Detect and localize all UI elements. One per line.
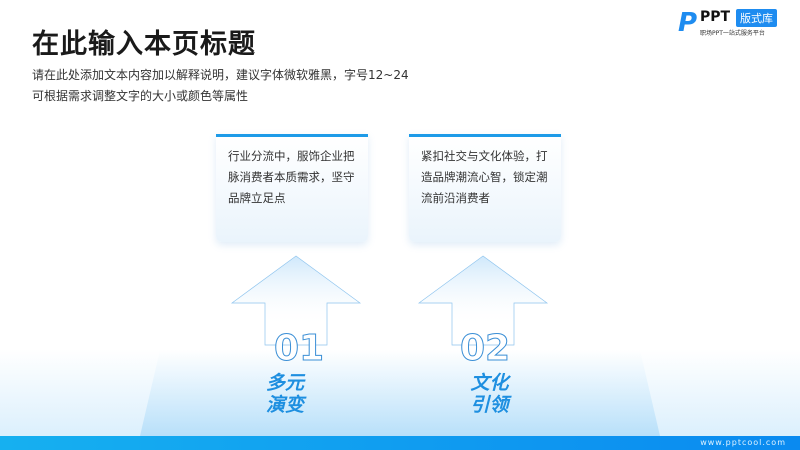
step-label-2-line-2: 引领 [470, 394, 509, 416]
step-number-2: 02 [459, 328, 511, 370]
footer-url: www.pptcool.com [700, 438, 786, 447]
step-label-2: 文化 引领 [452, 372, 527, 416]
step-number-1: 01 [273, 328, 325, 370]
logo-tagline: 职场PPT一站式服务平台 [700, 30, 765, 37]
arrow-up-icon [417, 255, 549, 346]
step-label-1-line-1: 多元 [265, 372, 304, 394]
floor-plane [140, 350, 660, 436]
step-label-1: 多元 演变 [250, 372, 320, 416]
step-label-2-line-1: 文化 [470, 372, 509, 394]
logo-mark: P [678, 8, 698, 38]
logo-badge: 版式库 [736, 9, 777, 27]
info-card-2: 紧扣社交与文化体验，打造品牌潮流心智，锁定潮流前沿消费者 [409, 134, 561, 242]
logo: P PPT 版式库 职场PPT一站式服务平台 [678, 8, 798, 38]
subtitle-line-2: 可根据需求调整文字的大小或颜色等属性 [32, 89, 249, 103]
page-title: 在此输入本页标题 [32, 29, 256, 60]
footer-bar [0, 436, 800, 450]
step-label-1-line-2: 演变 [265, 394, 304, 416]
subtitle-line-1: 请在此处添加文本内容加以解释说明，建议字体微软雅黑，字号12~24 [32, 68, 409, 82]
logo-name: PPT [700, 9, 731, 25]
arrow-up-icon [230, 255, 362, 346]
info-card-1: 行业分流中，服饰企业把脉消费者本质需求，坚守品牌立足点 [216, 134, 368, 242]
